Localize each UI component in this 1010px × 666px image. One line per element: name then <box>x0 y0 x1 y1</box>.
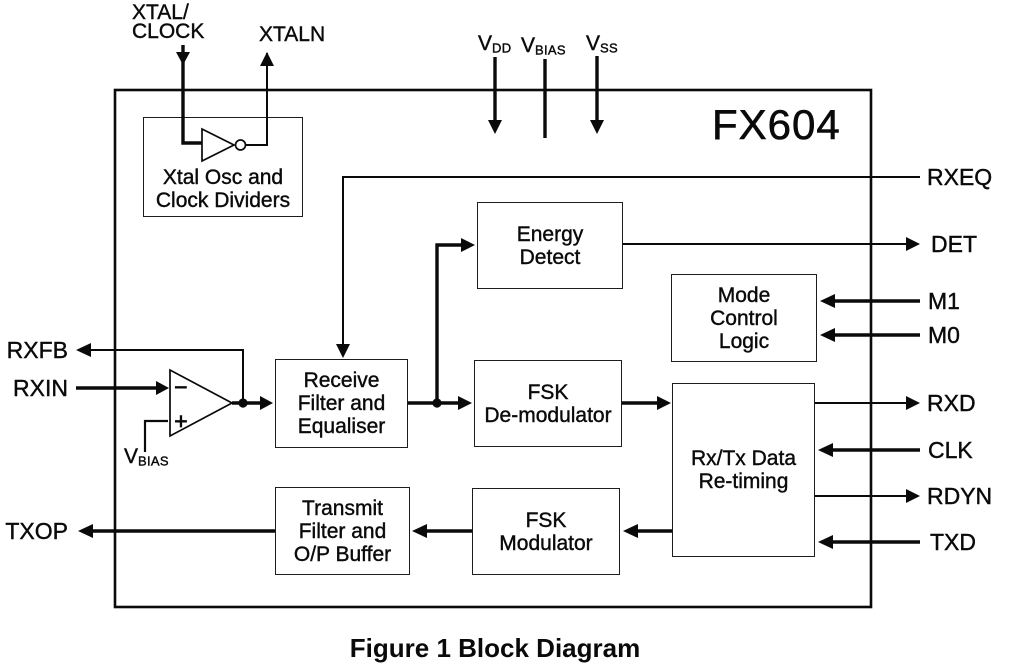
clk-wire <box>818 443 920 457</box>
arrow-left-icon <box>820 294 835 308</box>
pin-label-vss: VSS <box>586 32 618 57</box>
pin-label-m1: M1 <box>928 288 960 314</box>
opamp-inverting-sign: − <box>174 374 188 400</box>
pin-label-vdd: VDD <box>478 32 512 57</box>
energy-detect-feed-wire <box>435 238 475 403</box>
rxfb-wire <box>76 343 244 403</box>
block-rxtx-data-retiming: Rx/Tx Data Re-timing <box>672 383 815 557</box>
opamp-noninverting-sign: + <box>174 408 188 434</box>
pin-label-det: DET <box>931 231 977 257</box>
pin-vdd-sub: DD <box>492 40 512 56</box>
txop-wire <box>78 524 275 538</box>
arrow-right-icon <box>906 489 920 503</box>
block-fsk-modulator-label: FSK Modulator <box>499 508 593 555</box>
block-receive-filter-label: Receive Filter and Equaliser <box>297 369 386 438</box>
block-xtal-osc: Xtal Osc and Clock Dividers <box>143 117 303 217</box>
arrow-left-icon <box>623 524 638 538</box>
block-mode-control-logic: Mode Control Logic <box>671 274 817 362</box>
arrow-right-icon <box>461 238 475 252</box>
arrow-up-icon <box>260 52 274 66</box>
block-fsk-demodulator-label: FSK De-modulator <box>484 380 612 427</box>
vss-wire <box>590 56 604 134</box>
rxeq-wire <box>336 176 920 358</box>
pin-label-xtal-clock: XTAL/ CLOCK <box>132 1 205 43</box>
pin-vbias-opamp-base: V <box>124 445 139 468</box>
block-energy-detect-label: Energy Detect <box>516 222 584 269</box>
pin-label-vbias-opamp: VBIAS <box>124 445 169 470</box>
rdyn-wire <box>815 489 920 503</box>
block-receive-filter: Receive Filter and Equaliser <box>275 359 408 448</box>
arrow-right-icon <box>906 237 920 251</box>
pin-vbias-top-sub: BIAS <box>535 42 566 58</box>
pin-label-txd: TXD <box>930 529 976 555</box>
pin-label-txop: TXOP <box>5 518 68 544</box>
block-mode-control-logic-label: Mode Control Logic <box>710 283 778 353</box>
pin-label-rxfb: RXFB <box>6 337 68 363</box>
block-transmit-filter-label: Transmit Filter and O/P Buffer <box>293 496 392 566</box>
chip-name: FX604 <box>712 101 841 149</box>
arrow-down-icon <box>590 120 604 134</box>
arrow-left-icon <box>820 328 835 342</box>
pin-label-m0: M0 <box>928 322 960 348</box>
arrow-left-icon <box>78 524 93 538</box>
arrow-down-icon <box>336 344 350 358</box>
arrow-left-icon <box>818 443 833 457</box>
pin-label-rxd: RXD <box>927 390 976 416</box>
txd-wire <box>818 535 920 549</box>
modulator-to-transmit-wire <box>412 524 472 538</box>
arrow-right-icon <box>156 381 169 395</box>
block-transmit-filter: Transmit Filter and O/P Buffer <box>275 487 410 575</box>
pin-vdd-base: V <box>478 32 493 55</box>
opamp-output-wire <box>232 396 273 410</box>
arrow-left-icon <box>76 343 91 357</box>
rxin-wire <box>76 381 169 395</box>
receive-to-demodulator-wire <box>408 396 472 410</box>
pin-vbias-opamp-sub: BIAS <box>138 453 169 469</box>
retiming-to-modulator-wire <box>623 524 672 538</box>
pin-vss-base: V <box>586 32 601 55</box>
pin-label-rxeq: RXEQ <box>927 164 993 190</box>
vdd-wire <box>488 57 502 134</box>
pin-label-rdyn: RDYN <box>927 483 993 509</box>
pin-vbias-top-base: V <box>521 34 536 57</box>
det-wire <box>623 237 920 251</box>
figure-caption: Figure 1 Block Diagram <box>349 633 641 663</box>
arrow-left-icon <box>412 524 427 538</box>
pin-label-clk: CLK <box>928 437 973 463</box>
arrow-right-icon <box>657 396 671 410</box>
arrow-right-icon <box>458 396 472 410</box>
block-energy-detect: Energy Detect <box>477 202 623 289</box>
arrow-down-icon <box>488 120 502 134</box>
arrow-left-icon <box>818 535 833 549</box>
junction-dot <box>432 398 442 408</box>
block-fsk-modulator: FSK Modulator <box>472 488 620 575</box>
arrow-right-icon <box>906 396 920 410</box>
pin-label-rxin: RXIN <box>13 375 68 401</box>
arrow-down-icon <box>176 52 190 65</box>
block-fsk-demodulator: FSK De-modulator <box>474 360 622 447</box>
m1-wire <box>820 294 920 308</box>
pin-vss-sub: SS <box>600 40 618 56</box>
pin-label-vbias-top: VBIAS <box>521 34 566 59</box>
pin-label-xtaln: XTALN <box>259 23 326 46</box>
arrow-right-icon <box>260 396 273 410</box>
block-xtal-osc-label: Xtal Osc and Clock Dividers <box>155 166 291 212</box>
junction-dot <box>238 398 248 408</box>
rxd-wire <box>815 396 920 410</box>
m0-wire <box>820 328 920 342</box>
demodulator-to-retiming-wire <box>622 396 671 410</box>
block-rxtx-data-retiming-label: Rx/Tx Data Re-timing <box>690 447 797 493</box>
